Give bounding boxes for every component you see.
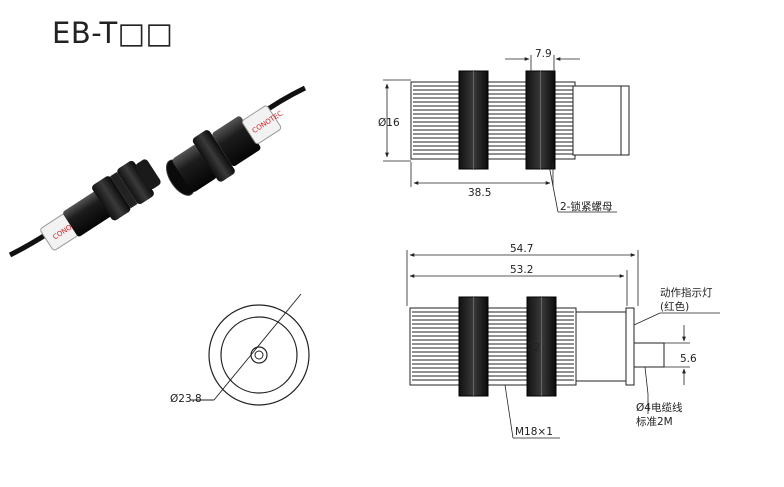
cable-callout-line1: Ø4电缆线	[636, 401, 683, 414]
front-diameter-label: Ø23.8	[170, 393, 202, 405]
top-nut-width-label: 7.9	[535, 48, 552, 60]
lock-nut-callout: 2-锁紧螺母	[560, 200, 612, 213]
page-title: EB-T□□	[52, 16, 174, 50]
diameter-leader	[213, 293, 302, 401]
side-view	[406, 250, 720, 439]
sensor-photo-right: CONOTEC	[166, 105, 284, 196]
indicator-callout-line2: (红色)	[660, 300, 689, 313]
top-diameter-label: Ø16	[378, 117, 400, 129]
led-center	[254, 350, 264, 360]
side-body-length-label: 53.2	[510, 264, 533, 276]
cable-callout-line2: 标准2M	[636, 416, 673, 428]
inner-circle	[220, 316, 298, 394]
side-nut-dim-label: 22	[527, 342, 540, 354]
thread-callout: M18×1	[515, 426, 553, 438]
led-circle	[250, 346, 268, 364]
side-cable-offset-label: 5.6	[680, 353, 697, 365]
front-view	[190, 293, 310, 406]
outer-circle	[208, 304, 310, 406]
sensor-photo-left: CONOTEC	[40, 159, 161, 251]
indicator-callout-line1: 动作指示灯	[660, 286, 713, 299]
top-threads	[413, 85, 573, 155]
top-thread-length-label: 38.5	[468, 187, 491, 199]
top-view	[383, 55, 630, 213]
product-photo: CONOTEC CONOTEC	[8, 85, 307, 258]
side-total-length-label: 54.7	[510, 243, 533, 255]
